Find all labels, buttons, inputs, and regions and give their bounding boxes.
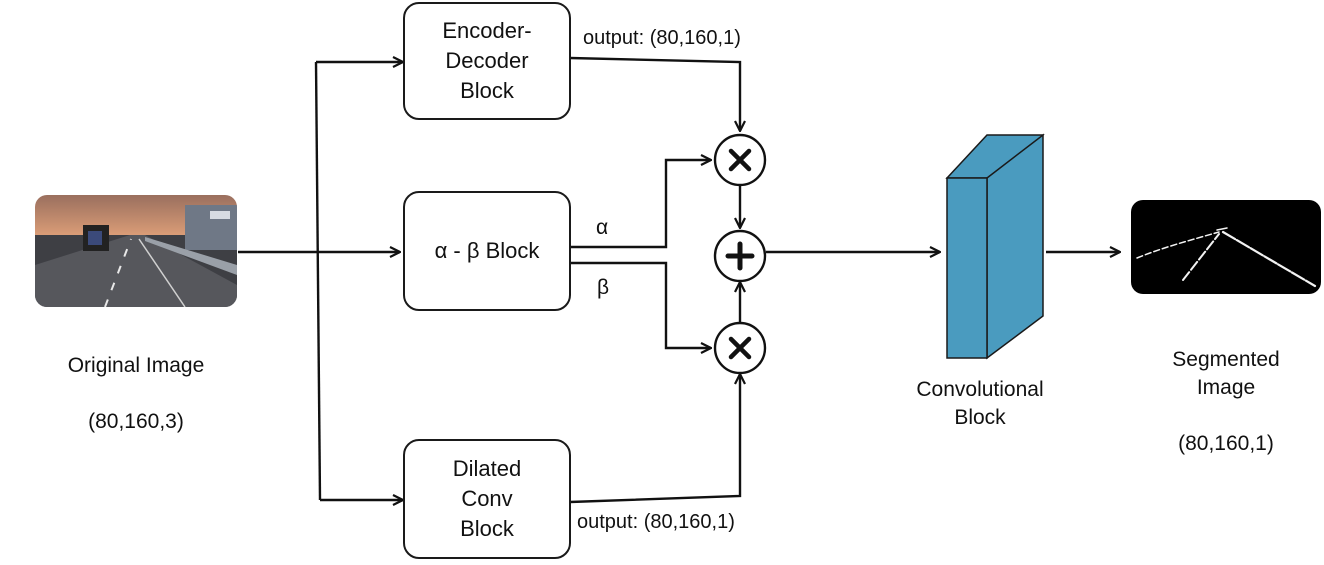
convolutional-block-shape	[945, 133, 1045, 360]
dilated-to-multiply-arrow	[569, 374, 740, 504]
beta-label: β	[597, 276, 610, 299]
alpha-line	[570, 160, 711, 249]
branch-trunk	[314, 61, 322, 501]
segmented-image-label: Segmented Image (80,160,1)	[1136, 318, 1316, 458]
dilated-output-label: output: (80,160,1)	[577, 511, 735, 533]
alpha-label: α	[596, 216, 609, 239]
encoder-decoder-block: Encoder- Decoder Block	[403, 2, 571, 120]
segmented-image	[1131, 200, 1321, 294]
encoder-output-label: output: (80,160,1)	[583, 27, 741, 49]
multiply-top-node	[713, 133, 767, 187]
multiply-bottom-node	[713, 321, 767, 375]
original-image-label: Original Image (80,160,3)	[30, 324, 242, 436]
beta-line	[570, 261, 711, 348]
alpha-beta-block: α - β Block	[403, 191, 571, 311]
original-image-title: Original Image	[67, 354, 205, 377]
convolutional-block-label: Convolutional Block	[916, 378, 1044, 429]
original-image	[35, 195, 237, 307]
original-image-shape: (80,160,3)	[88, 410, 184, 433]
segmented-image-shape: (80,160,1)	[1178, 432, 1274, 455]
dilated-conv-block: Dilated Conv Block	[403, 439, 571, 559]
add-node	[713, 229, 767, 283]
segmented-image-title: Segmented Image	[1172, 348, 1280, 399]
encoder-to-multiply-arrow	[569, 56, 740, 131]
